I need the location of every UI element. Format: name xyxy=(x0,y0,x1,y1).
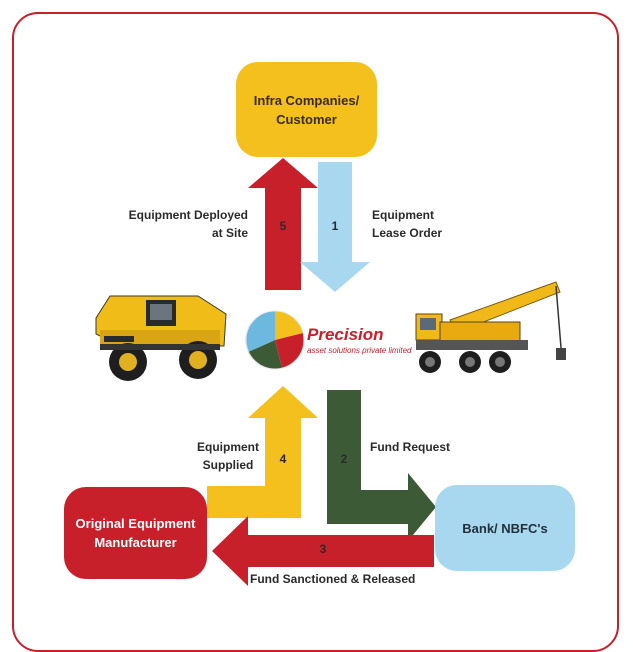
dump-truck-image xyxy=(95,295,227,381)
flow-diagram xyxy=(95,158,566,586)
step-3-number: 3 xyxy=(319,542,327,556)
brand-tagline: asset solutions private limited xyxy=(307,346,412,355)
oem-box-label: Original Equipment Manufacturer xyxy=(75,516,196,550)
step-5-label: Equipment Deployed at Site xyxy=(128,208,248,240)
oem-box: Original Equipment Manufacturer xyxy=(64,487,207,579)
step-1-number: 1 xyxy=(331,219,339,233)
step-2-label: Fund Request xyxy=(370,440,450,454)
customer-box-label: Infra Companies/ Customer xyxy=(253,92,360,127)
arrow-step-3 xyxy=(212,516,434,586)
arrow-step-2 xyxy=(327,390,436,541)
arrow-step-1 xyxy=(300,162,370,292)
step-5-number: 5 xyxy=(279,219,287,233)
step-4-label: Equipment Supplied xyxy=(197,440,259,472)
brand-name: Precision xyxy=(307,325,384,344)
mobile-crane-image xyxy=(415,281,566,373)
bank-box-label: Bank/ NBFC's xyxy=(462,520,548,536)
arrow-step-5 xyxy=(248,158,318,290)
step-2-number: 2 xyxy=(340,452,348,466)
precision-logo-icon xyxy=(245,310,305,370)
step-4-number: 4 xyxy=(279,452,287,466)
customer-box: Infra Companies/ Customer xyxy=(236,62,377,157)
arrow-step-4 xyxy=(207,386,318,518)
bank-box: Bank/ NBFC's xyxy=(435,485,575,571)
step-1-label: Equipment Lease Order xyxy=(372,208,443,240)
step-3-label: Fund Sanctioned & Released xyxy=(250,572,416,586)
